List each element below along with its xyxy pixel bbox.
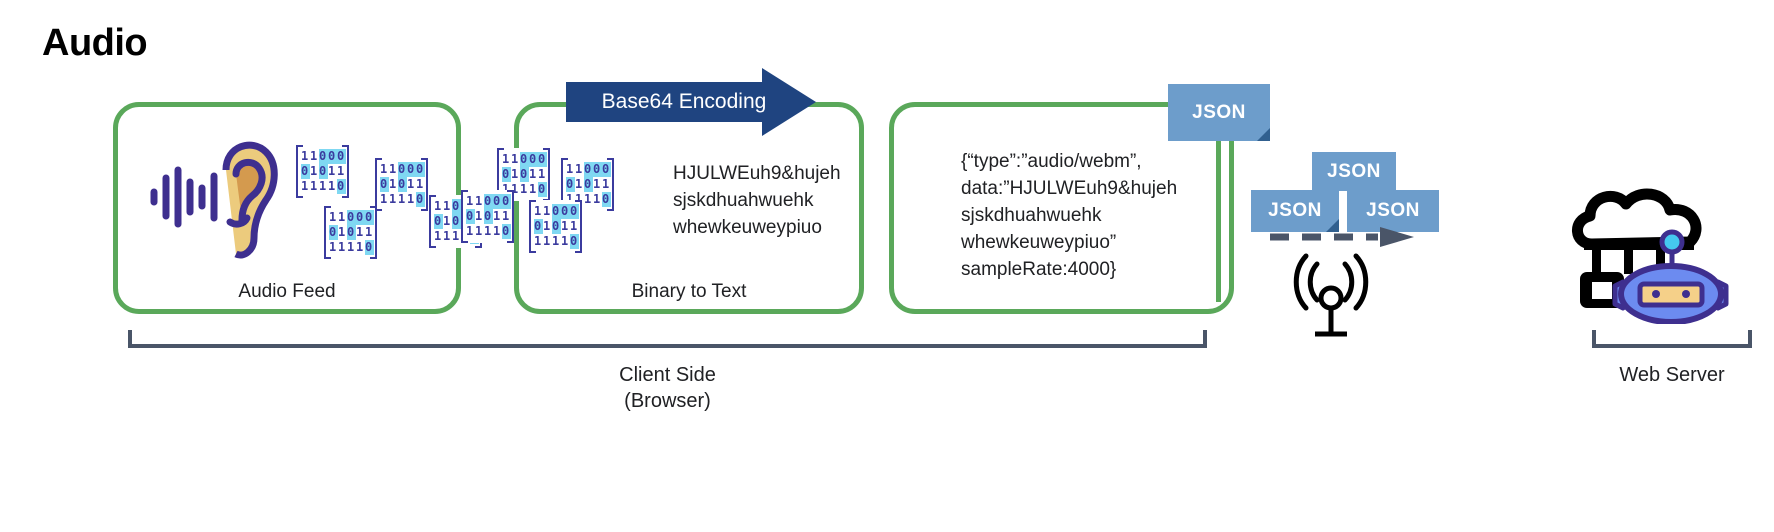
- binary-block: 11000 01011 11110: [375, 158, 428, 211]
- json-tag-left-label: JSON: [1268, 200, 1322, 221]
- json-tag-main-label: JSON: [1192, 101, 1246, 123]
- fold-corner-icon: [1257, 128, 1270, 141]
- page-title: Audio: [42, 22, 148, 64]
- bracket-web-server: [1592, 330, 1752, 348]
- binary-block: 11000 01011 11110: [529, 200, 582, 253]
- cloud-server-robot-icon: [1572, 188, 1729, 324]
- json-tag-left: JSON: [1251, 190, 1339, 232]
- base64-text-sample: HJULWEuh9&hujeh sjskdhuahwuehk whewkeuwe…: [673, 163, 841, 238]
- json-tag-right-label: JSON: [1366, 200, 1420, 221]
- caption-audio-feed: Audio Feed: [238, 281, 336, 302]
- json-tag-main: JSON: [1168, 84, 1270, 141]
- label-web-server: Web Server: [1619, 364, 1725, 386]
- json-tag-right: JSON: [1347, 190, 1439, 232]
- base64-arrow-label: Base64 Encoding: [601, 90, 767, 113]
- ear-waveform-icon: [150, 141, 278, 259]
- caption-binary-to-text: Binary to Text: [631, 281, 747, 302]
- label-client-side: Client Side (Browser): [619, 364, 716, 412]
- base64-encoding-arrow: [566, 68, 816, 136]
- binary-block: 11000 01011 11110: [461, 190, 514, 243]
- binary-block: 11000 01011 11110: [296, 145, 349, 198]
- json-tag-top: JSON: [1312, 152, 1396, 191]
- wifi-antenna-icon: [1293, 253, 1369, 337]
- binary-block: 11000 01011 11110: [561, 158, 614, 211]
- binary-block: 11000 01011 11110: [324, 206, 377, 259]
- json-payload-text: {“type”:”audio/webm”, data:”HJULWEuh9&hu…: [961, 151, 1178, 280]
- green-connector-vertical: [1216, 139, 1221, 302]
- dashed-transmit-arrow-icon: [1270, 227, 1414, 247]
- json-tag-top-label: JSON: [1327, 160, 1381, 182]
- binary-block: 11000 01011 11110: [497, 148, 550, 201]
- bracket-client-side: [128, 330, 1207, 348]
